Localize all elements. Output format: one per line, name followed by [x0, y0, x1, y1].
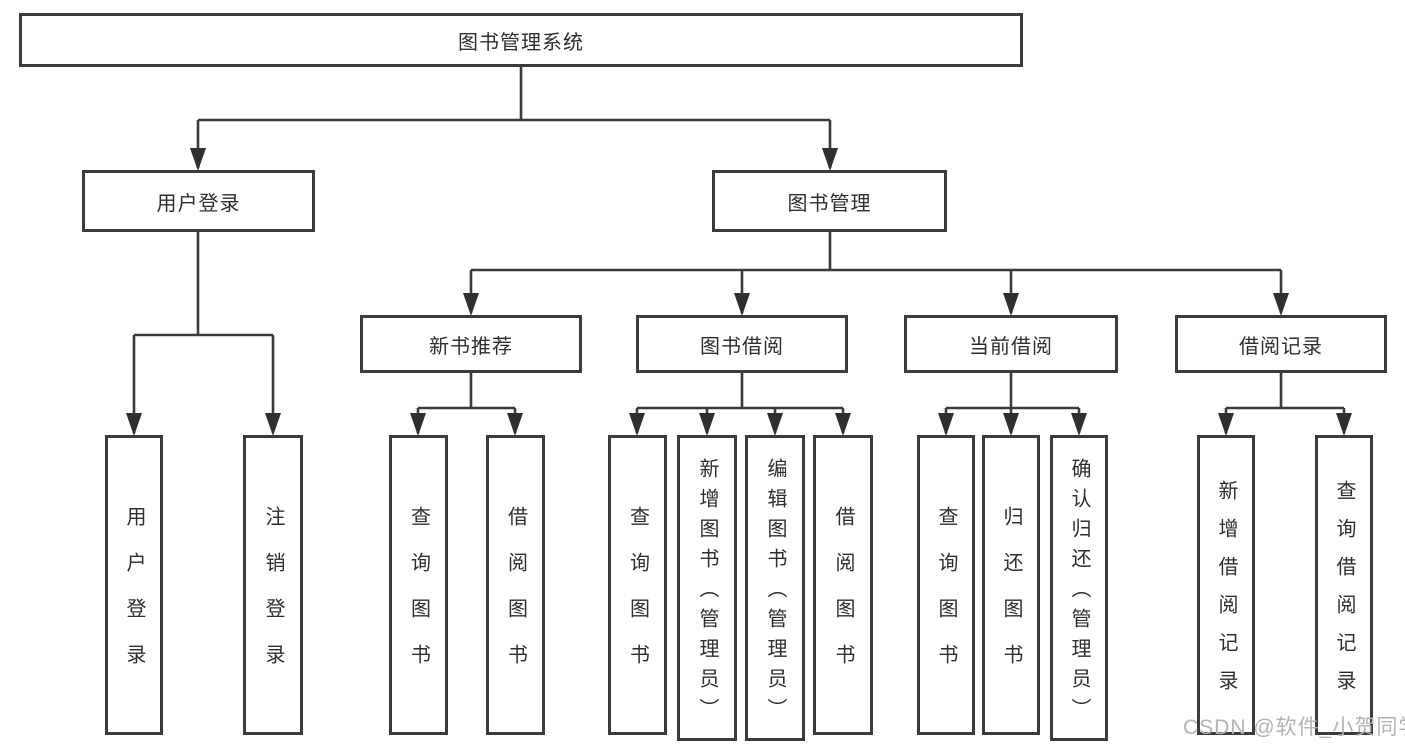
leaf-record-query-borrow-record: 查询借阅记录: [1315, 435, 1373, 735]
node-user-login-label: 用户登录: [156, 192, 241, 215]
leaf-borrow-query-book: 查询图书: [608, 435, 667, 735]
leaf-current-query-book-label: 查询图书: [935, 506, 957, 690]
leaf-current-confirm-return-admin: 确认归还（管理员）: [1050, 435, 1108, 741]
node-user-login: 用户登录: [82, 170, 315, 232]
leaf-record-add-borrow-record-label: 新增借阅记录: [1215, 480, 1237, 708]
leaf-record-add-borrow-record: 新增借阅记录: [1197, 435, 1255, 735]
leaf-current-return-book-label: 归还图书: [1000, 506, 1022, 690]
leaf-borrow-add-book-admin-label: 新增图书（管理员）: [696, 458, 718, 728]
node-borrow-record: 借阅记录: [1175, 315, 1387, 373]
leaf-borrow-edit-book-admin: 编辑图书（管理员）: [745, 435, 805, 741]
leaf-newbook-query-book-label: 查询图书: [407, 506, 430, 690]
node-book-borrow-label: 图书借阅: [700, 335, 784, 358]
leaf-borrow-borrow-book: 借阅图书: [813, 435, 873, 735]
node-borrow-record-label: 借阅记录: [1239, 335, 1323, 358]
node-root: 图书管理系统: [19, 13, 1023, 67]
leaf-user-login-label: 用户登录: [123, 506, 145, 690]
node-current-borrow-label: 当前借阅: [969, 335, 1053, 358]
node-root-label: 图书管理系统: [458, 31, 584, 54]
node-new-book-recommend-label: 新书推荐: [429, 335, 513, 358]
leaf-user-login: 用户登录: [105, 435, 163, 735]
node-current-borrow: 当前借阅: [904, 315, 1118, 373]
leaf-newbook-borrow-book: 借阅图书: [486, 435, 545, 735]
leaf-current-query-book: 查询图书: [917, 435, 975, 735]
leaf-borrow-query-book-label: 查询图书: [626, 506, 649, 690]
leaf-record-query-borrow-record-label: 查询借阅记录: [1333, 480, 1355, 708]
leaf-logout-login-label: 注销登录: [262, 506, 284, 690]
leaf-current-confirm-return-admin-label: 确认归还（管理员）: [1068, 458, 1090, 728]
leaf-borrow-edit-book-admin-label: 编辑图书（管理员）: [764, 458, 786, 728]
node-book-borrow: 图书借阅: [636, 315, 848, 373]
leaf-current-return-book: 归还图书: [982, 435, 1040, 735]
node-book-management: 图书管理: [712, 170, 947, 232]
leaf-borrow-borrow-book-label: 借阅图书: [832, 506, 854, 690]
leaf-logout-login: 注销登录: [243, 435, 303, 735]
leaf-newbook-query-book: 查询图书: [389, 435, 448, 735]
node-new-book-recommend: 新书推荐: [360, 315, 582, 373]
leaf-newbook-borrow-book-label: 借阅图书: [504, 506, 527, 690]
node-book-management-label: 图书管理: [787, 192, 872, 215]
csdn-watermark: CSDN @软件_小贺同学: [1183, 716, 1405, 739]
leaf-borrow-add-book-admin: 新增图书（管理员）: [677, 435, 737, 741]
